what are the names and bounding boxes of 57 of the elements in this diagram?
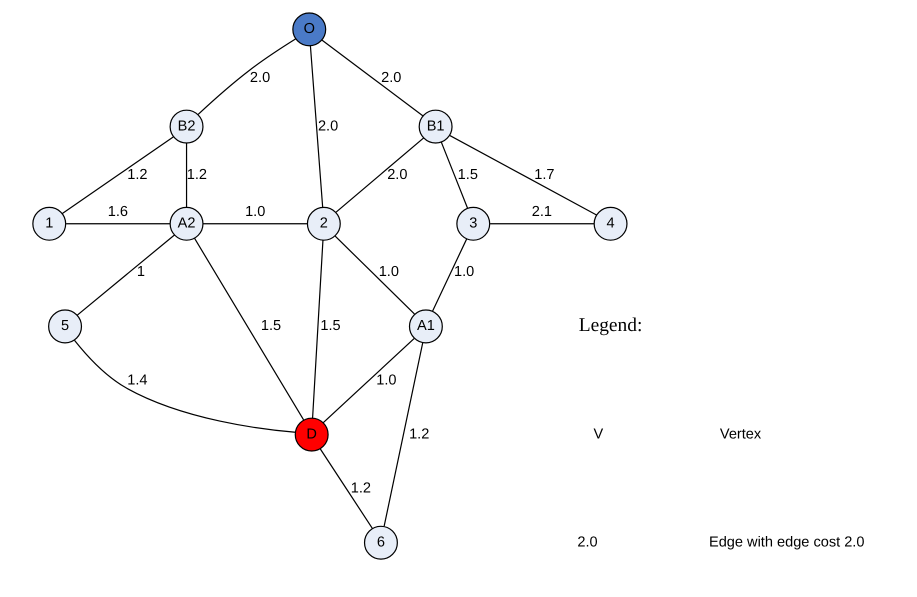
connector xyxy=(202,223,307,224)
edge-label: 1.2 xyxy=(408,426,429,442)
edge-label: 1.2 xyxy=(126,166,147,183)
edge-label: 1.0 xyxy=(378,264,398,280)
edge-label: 2.1 xyxy=(531,204,552,220)
node-circle: A2 xyxy=(169,206,204,241)
edge-label: 1.0 xyxy=(244,204,265,220)
edge-label: 1.6 xyxy=(107,204,128,220)
connector xyxy=(383,342,423,526)
connector xyxy=(320,40,423,116)
node-circle: 2 xyxy=(306,206,340,241)
connector xyxy=(449,135,596,216)
edge-label: 2.0 xyxy=(380,70,401,86)
node-circle: B2 xyxy=(169,110,204,144)
node-circle: O xyxy=(292,12,326,46)
node-circle: B1 xyxy=(418,110,452,144)
edge-label: 1.5 xyxy=(260,318,281,334)
connector xyxy=(322,338,414,424)
edge-label: 2.0 xyxy=(249,70,270,86)
connector xyxy=(61,136,174,214)
legend-label: Vertex xyxy=(719,426,761,442)
edge-label: 1 xyxy=(136,264,145,280)
connector xyxy=(309,46,323,208)
node-circle: 6 xyxy=(363,526,398,560)
connector xyxy=(194,238,304,420)
connector xyxy=(319,448,372,529)
edge-label: 1.2 xyxy=(350,480,371,496)
connector xyxy=(311,240,324,418)
edge-label: 1.4 xyxy=(126,372,147,388)
connector xyxy=(335,137,424,213)
edge-label: 1.2 xyxy=(186,166,206,183)
connector xyxy=(185,143,187,208)
node-circle: 5 xyxy=(48,309,82,344)
node-circle: 1 xyxy=(32,206,66,241)
edge-label: 1.0 xyxy=(376,372,396,388)
edge-label: 1.7 xyxy=(534,166,554,183)
connector xyxy=(76,234,174,316)
label: 2.0 xyxy=(576,534,598,550)
edge-label: 1.0 xyxy=(454,264,474,280)
node-circle: A1 xyxy=(408,309,442,344)
connector xyxy=(432,238,467,312)
connector xyxy=(74,340,295,433)
label: Legend: xyxy=(578,315,642,336)
edge-label: 1.5 xyxy=(457,166,478,183)
node-circle: 3 xyxy=(456,206,490,241)
connector xyxy=(334,236,414,314)
connector xyxy=(66,223,170,224)
connector xyxy=(440,142,468,209)
edge-label: 2.0 xyxy=(317,118,338,134)
node-circle: D xyxy=(294,418,328,452)
edge-label: 2.0 xyxy=(386,166,407,183)
legend-label: Edge with edge cost 2.0 xyxy=(708,534,864,550)
connector xyxy=(490,223,594,224)
node-circle: 4 xyxy=(593,206,628,241)
connector xyxy=(197,38,296,115)
edge-label: 1.5 xyxy=(320,318,340,334)
label: V xyxy=(593,426,603,442)
